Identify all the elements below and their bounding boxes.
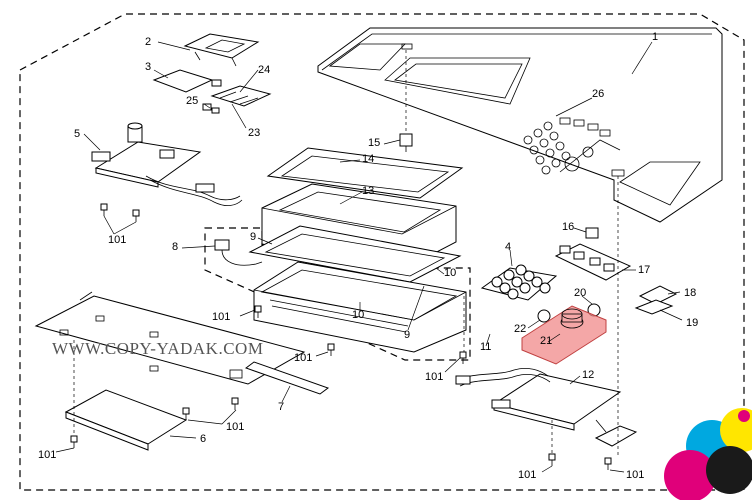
callout-12: 12: [582, 369, 594, 381]
lcd-subassembly-boundary: [204, 227, 471, 361]
screw: [327, 343, 335, 356]
callout-15: 15: [368, 137, 380, 149]
callout-10-right: 10: [444, 267, 456, 279]
base-plate: [34, 291, 306, 385]
knob-part-22: [537, 309, 551, 323]
callout-13: 13: [362, 185, 374, 197]
switch-assembly: [202, 79, 272, 114]
callout-3: 3: [145, 61, 151, 73]
callout-22: 22: [514, 323, 526, 335]
logo-small-magenta-circle: [738, 410, 750, 422]
callout-17: 17: [638, 264, 650, 276]
circuit-board-part-5: [91, 122, 243, 206]
callout-1: 1: [652, 31, 658, 43]
logo-black-circle: [706, 446, 752, 494]
callout-14: 14: [362, 153, 374, 165]
assembly-guides: [73, 50, 619, 458]
leader-lines: [55, 41, 683, 473]
callout-2: 2: [145, 36, 151, 48]
callout-21: 21: [540, 335, 552, 347]
screw: [182, 407, 190, 420]
highlight-overlay: [521, 305, 607, 365]
spacer-part-15: [399, 133, 413, 152]
callout-25: 25: [186, 95, 198, 107]
callout-11: 11: [480, 341, 491, 353]
callout-101-d: 101: [425, 371, 443, 383]
watermark-text: WWW.COPY-YADAK.COM: [52, 339, 263, 358]
callout-20: 20: [574, 287, 586, 299]
callout-101-h: 101: [626, 469, 644, 481]
callout-18: 18: [684, 287, 696, 299]
screw: [132, 209, 140, 222]
callout-101-b: 101: [212, 311, 230, 323]
callout-101-f: 101: [38, 449, 56, 461]
callout-4: 4: [505, 241, 511, 253]
screw: [254, 305, 262, 318]
callout-8: 8: [172, 241, 178, 253]
callout-26: 26: [592, 88, 604, 100]
key-strip-part-17: [554, 227, 632, 281]
assembly-boundary: [19, 13, 745, 491]
screw: [459, 351, 467, 364]
mount-bracket-part-12: [594, 425, 638, 447]
callout-5: 5: [74, 128, 80, 140]
screw: [604, 457, 612, 470]
callout-16: 16: [562, 221, 574, 233]
callout-10-center: 10: [352, 309, 364, 321]
callout-101-e: 101: [226, 421, 244, 433]
key-rubber-part-4: [480, 264, 558, 301]
callout-101-a: 101: [108, 234, 126, 246]
switch-part-18: [634, 285, 678, 315]
connector-part-8: [214, 239, 263, 266]
cmyk-logo: [664, 408, 752, 500]
gasket-frame-part-14: [266, 147, 464, 199]
screw: [70, 435, 78, 448]
callout-23: 23: [248, 127, 260, 139]
callout-labels: 1 2 3 4 5 6 7 8 9 9 10 10 11 12 13 14 15…: [38, 31, 698, 481]
callout-7: 7: [278, 401, 284, 413]
callout-6: 6: [200, 433, 206, 445]
screw: [100, 203, 108, 216]
logo-magenta-circle: [664, 450, 716, 500]
operation-panel-cover: [317, 27, 723, 223]
circuit-board-part-6: [64, 389, 188, 451]
sheet-part-3: [152, 69, 214, 93]
circuit-board-part-12: [455, 368, 622, 433]
screw-group: [70, 203, 612, 470]
callout-9-bottom: 9: [404, 329, 410, 341]
panel-keypad: [523, 117, 611, 175]
callout-19: 19: [686, 317, 698, 329]
highlighted-part-21: [521, 305, 607, 365]
callout-9-top: 9: [250, 231, 256, 243]
callout-24: 24: [258, 64, 270, 76]
gasket-inner-part-14: [280, 155, 450, 193]
strip-part-7: [244, 361, 330, 395]
callout-101-c: 101: [294, 352, 312, 364]
screw: [231, 397, 239, 410]
screw: [548, 453, 556, 466]
bracket-part-2: [183, 33, 260, 67]
callout-101-g: 101: [518, 469, 536, 481]
